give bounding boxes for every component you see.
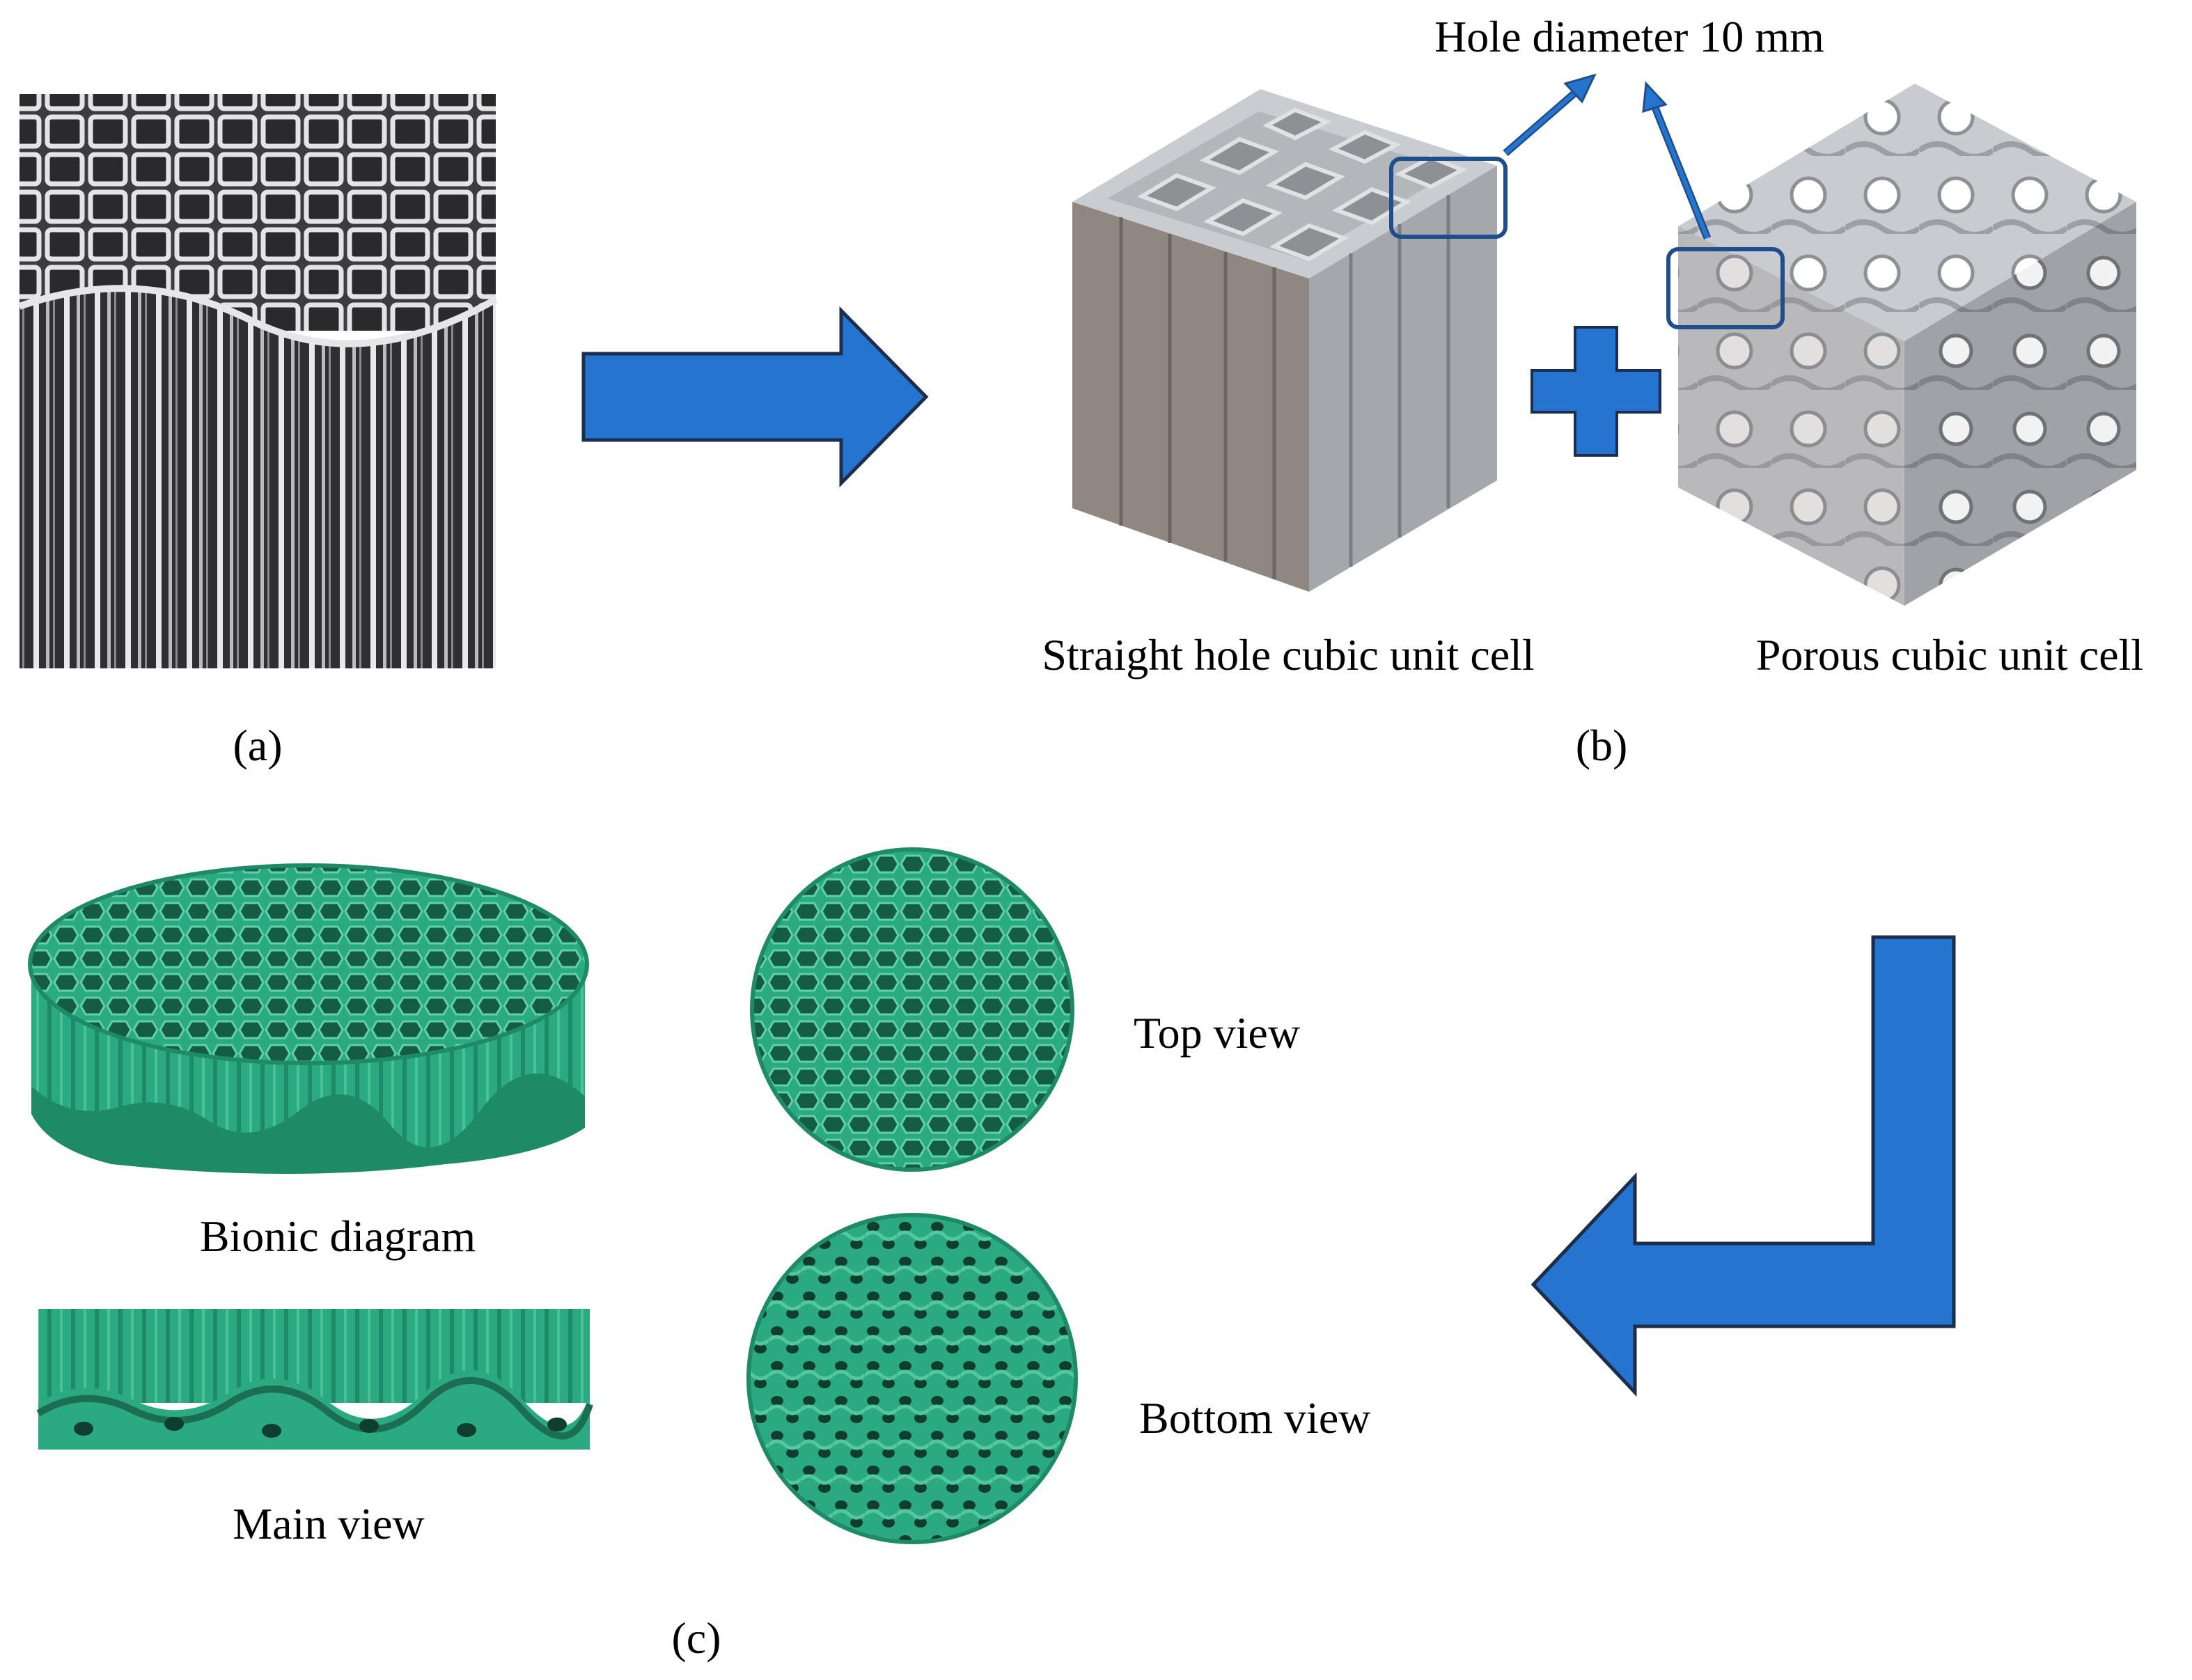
hole-highlight-box-porous: [1666, 247, 1785, 329]
porous-cell-caption: Porous cubic unit cell: [1756, 630, 2143, 680]
top-view-caption: Top view: [1134, 1008, 1300, 1058]
plus-icon: [1531, 326, 1661, 457]
main-view-model: [36, 1309, 593, 1450]
top-view-model: [750, 847, 1074, 1172]
hole-diameter-annotation: Hole diameter 10 mm: [1434, 12, 1824, 61]
bionic-diagram-model: [28, 863, 589, 1174]
annotation-arrow-left: [1503, 73, 1597, 157]
panel-b-label: (b): [1576, 721, 1628, 770]
arrow-right-icon: [581, 306, 929, 488]
annotation-arrow-right: [1642, 81, 1712, 240]
bottom-view-caption: Bottom view: [1139, 1393, 1370, 1443]
wood-microstructure-image: [18, 82, 498, 695]
panel-a-label: (a): [233, 721, 282, 770]
straight-hole-caption: Straight hole cubic unit cell: [1042, 630, 1534, 680]
hole-highlight-box-straight: [1389, 157, 1508, 239]
porous-unit-cell: [1678, 84, 2136, 606]
arrow-turn-left-icon: [1531, 935, 1956, 1397]
straight-hole-unit-cell: [1072, 89, 1497, 592]
bionic-diagram-caption: Bionic diagram: [200, 1211, 476, 1261]
main-view-caption: Main view: [233, 1499, 425, 1548]
panel-c-label: (c): [671, 1613, 721, 1663]
bottom-view-model: [746, 1213, 1078, 1544]
